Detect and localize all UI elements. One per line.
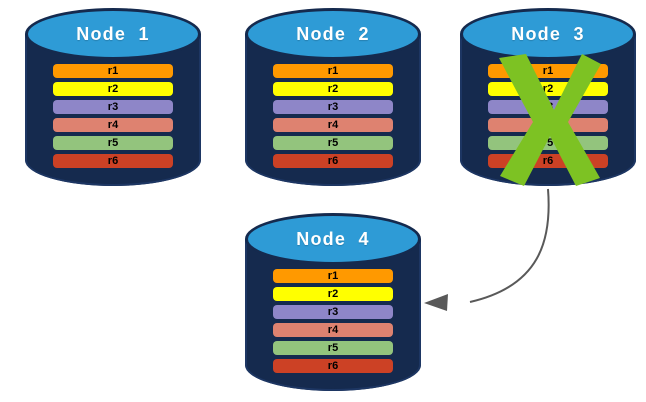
- node-2-label: Node 2: [296, 23, 370, 44]
- node-1-row-list: r1 r2 r3 r4 r5 r6: [53, 64, 173, 168]
- node-2-cylinder-top: Node 2: [245, 8, 421, 60]
- node-1-label: Node 1: [76, 23, 150, 44]
- node-2-row-r4: r4: [273, 118, 393, 132]
- row-label: r1: [327, 269, 339, 282]
- node-2-row-r5: r5: [273, 136, 393, 150]
- node-4[interactable]: r1 r2 r3 r4 r5 r6 Node 4: [245, 213, 421, 391]
- node-2-row-r1: r1: [273, 64, 393, 78]
- node-4-row-r5: r5: [273, 341, 393, 355]
- node-3[interactable]: r1 r2 r3 r4 r5 r6 Node 3: [460, 8, 636, 186]
- row-label: r5: [107, 136, 119, 149]
- row-label: r3: [327, 100, 339, 113]
- node-1-row-r5: r5: [53, 136, 173, 150]
- node-4-cylinder-top: Node 4: [245, 213, 421, 265]
- node-4-row-list: r1 r2 r3 r4 r5 r6: [273, 269, 393, 373]
- row-label: r4: [327, 323, 339, 336]
- node-3-row-r5: r5: [488, 136, 608, 150]
- node-1-row-r4: r4: [53, 118, 173, 132]
- row-label: r4: [542, 118, 554, 131]
- row-label: r4: [327, 118, 339, 131]
- row-label: r3: [327, 305, 339, 318]
- node-4-row-r2: r2: [273, 287, 393, 301]
- node-3-row-r1: r1: [488, 64, 608, 78]
- row-label: r6: [327, 154, 339, 167]
- node-4-row-r1: r1: [273, 269, 393, 283]
- node-3-row-r2: r2: [488, 82, 608, 96]
- row-label: r5: [542, 136, 554, 149]
- node-1-cylinder-top: Node 1: [25, 8, 201, 60]
- node-4-row-r4: r4: [273, 323, 393, 337]
- row-label: r5: [327, 341, 339, 354]
- node-1-row-r2: r2: [53, 82, 173, 96]
- row-label: r1: [327, 64, 339, 77]
- node-2[interactable]: r1 r2 r3 r4 r5 r6 Node 2: [245, 8, 421, 186]
- node-2-row-list: r1 r2 r3 r4 r5 r6: [273, 64, 393, 168]
- row-label: r5: [327, 136, 339, 149]
- node-4-label: Node 4: [296, 228, 370, 249]
- node-4-row-r3: r3: [273, 305, 393, 319]
- node-1-row-r6: r6: [53, 154, 173, 168]
- node-1-row-r1: r1: [53, 64, 173, 78]
- row-label: r6: [107, 154, 119, 167]
- node-2-row-r2: r2: [273, 82, 393, 96]
- node-2-row-r6: r6: [273, 154, 393, 168]
- node-1-row-r3: r3: [53, 100, 173, 114]
- node-3-label: Node 3: [511, 23, 585, 44]
- node-2-row-r3: r3: [273, 100, 393, 114]
- row-label: r1: [542, 64, 554, 77]
- row-label: r2: [542, 82, 554, 95]
- node-3-row-list: r1 r2 r3 r4 r5 r6: [488, 64, 608, 168]
- row-label: r6: [542, 154, 554, 167]
- row-label: r3: [107, 100, 119, 113]
- node-3-row-r6: r6: [488, 154, 608, 168]
- node-1[interactable]: r1 r2 r3 r4 r5 r6 Node 1: [25, 8, 201, 186]
- row-label: r2: [327, 287, 339, 300]
- row-label: r6: [327, 359, 339, 372]
- node-4-row-r6: r6: [273, 359, 393, 373]
- row-label: r3: [542, 100, 554, 113]
- node-3-row-r4: r4: [488, 118, 608, 132]
- row-label: r2: [107, 82, 119, 95]
- node-3-row-r3: r3: [488, 100, 608, 114]
- row-label: r4: [107, 118, 119, 131]
- node-3-cylinder-top: Node 3: [460, 8, 636, 60]
- row-label: r2: [327, 82, 339, 95]
- row-label: r1: [107, 64, 119, 77]
